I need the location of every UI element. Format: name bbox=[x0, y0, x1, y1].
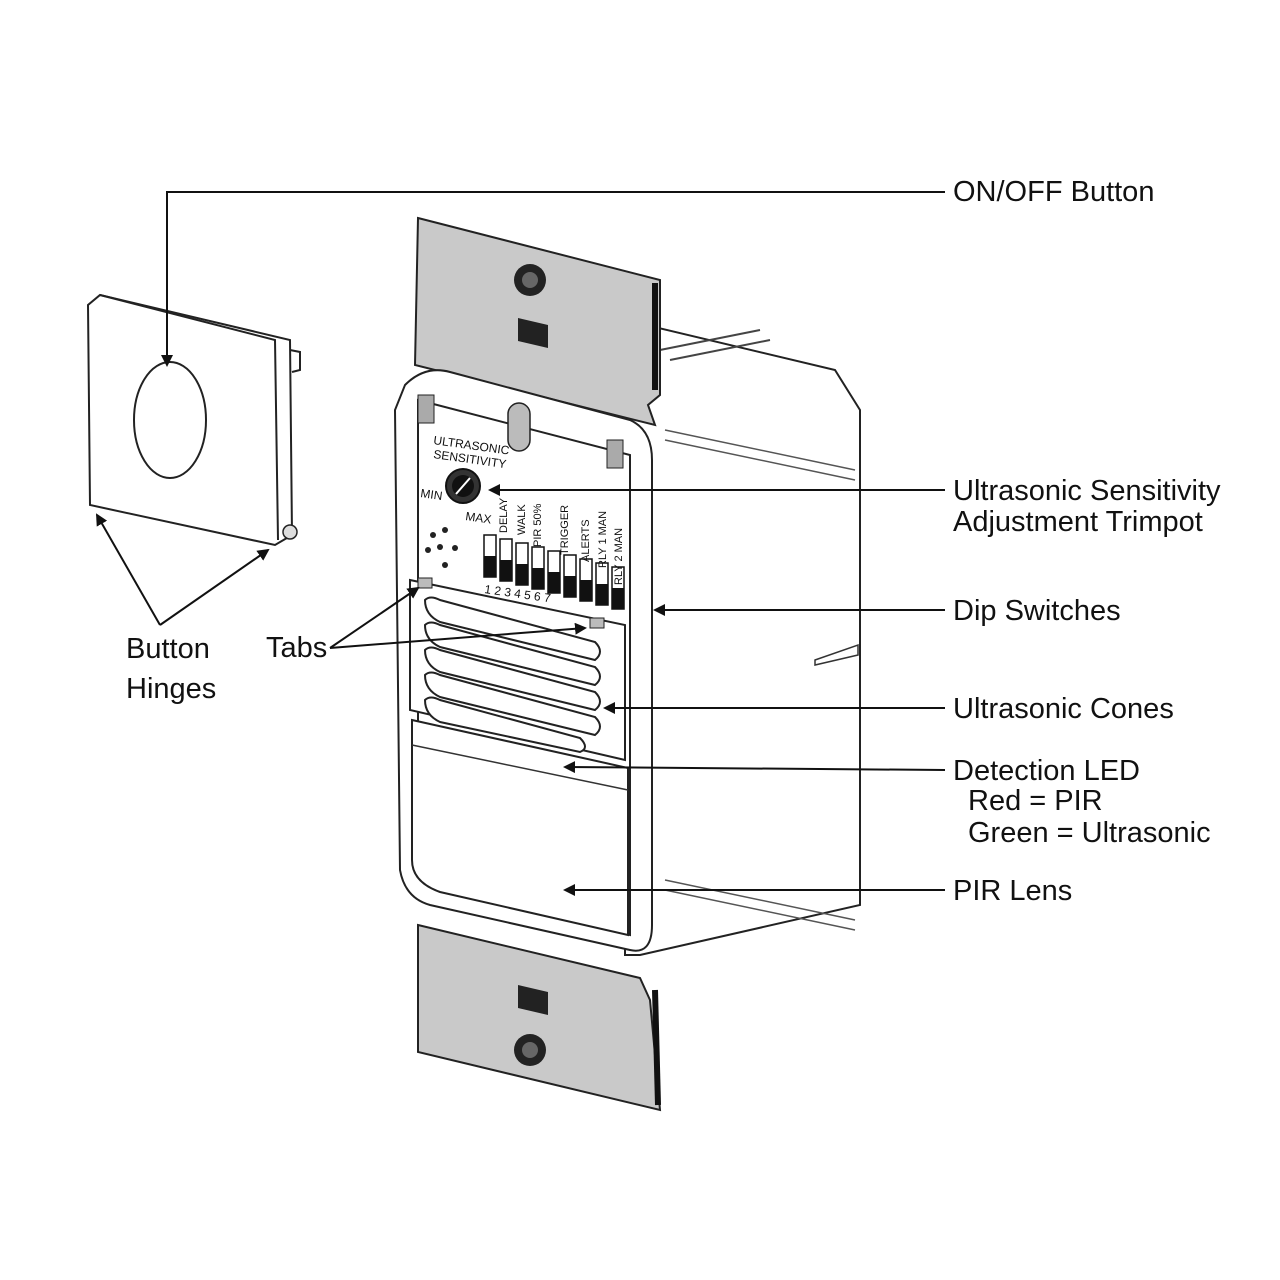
detection-led-label-line1: Detection LED bbox=[953, 755, 1140, 787]
pir-lens-label: PIR Lens bbox=[953, 875, 1072, 907]
pir50-label: PIR 50% bbox=[532, 503, 544, 547]
speaker-holes bbox=[425, 527, 458, 568]
min-label: MIN bbox=[420, 486, 444, 503]
detection-led-label-line3: Green = Ultrasonic bbox=[968, 817, 1211, 849]
on-off-button-label: ON/OFF Button bbox=[953, 176, 1154, 208]
dip-switch-bank[interactable] bbox=[483, 534, 625, 610]
bottom-mounting-strap bbox=[417, 923, 662, 1112]
rly2-label: RLY 2 MAN bbox=[613, 528, 625, 585]
button-hinges-label-line2: Hinges bbox=[126, 673, 216, 705]
dip-switches-label: Dip Switches bbox=[953, 595, 1121, 627]
ultrasonic-sensitivity-label-line2: Adjustment Trimpot bbox=[953, 506, 1203, 538]
rly1-label: RLY 1 MAN bbox=[597, 511, 609, 568]
ultrasonic-sensitivity-label-line1: Ultrasonic Sensitivity bbox=[953, 475, 1221, 507]
max-label: MAX bbox=[465, 509, 493, 526]
delay-label: DELAY bbox=[498, 497, 510, 533]
ultrasonic-cones-label: Ultrasonic Cones bbox=[953, 693, 1174, 725]
callout-lines bbox=[96, 191, 946, 896]
detection-led-label-line2: Red = PIR bbox=[968, 785, 1103, 817]
device-side-body bbox=[624, 318, 861, 956]
on-off-button-cover[interactable] bbox=[86, 293, 301, 547]
alerts-label: ALERTS bbox=[580, 519, 592, 562]
button-hinges-label-line1: Button bbox=[126, 633, 210, 665]
tabs-label: Tabs bbox=[266, 632, 327, 664]
top-mounting-strap bbox=[413, 216, 661, 427]
ultrasonic-cone-grille bbox=[409, 577, 626, 762]
walk-label: WALK bbox=[516, 504, 528, 535]
pir-lens bbox=[411, 718, 629, 937]
trigger-label: TRIGGER bbox=[559, 505, 571, 555]
sensitivity-trimpot[interactable] bbox=[445, 468, 481, 504]
callout-labels: ON/OFF Button Ultrasonic Sensitivity Adj… bbox=[126, 176, 1221, 907]
